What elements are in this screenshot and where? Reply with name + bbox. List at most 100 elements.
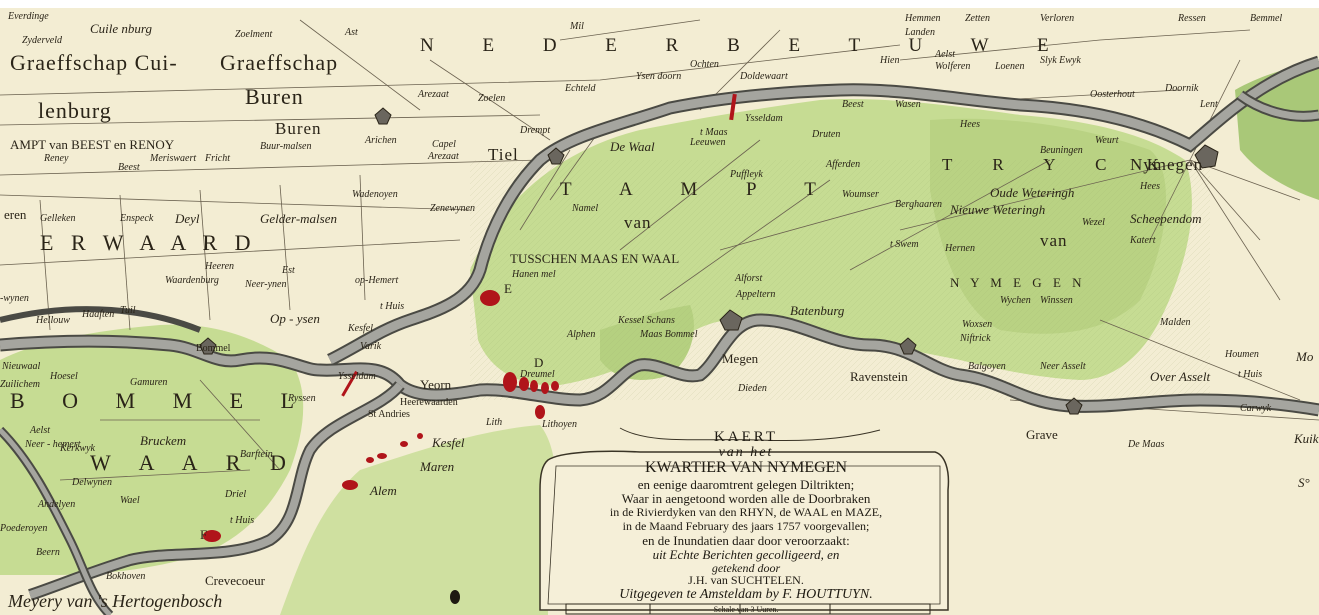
label-neder-betuwe: N E D E R B E T U W E	[420, 35, 1071, 56]
label-mil: Mil	[570, 21, 584, 32]
label-ysendoorn: Ysen doorn	[636, 71, 682, 82]
label-gelleken: Gelleken	[40, 213, 76, 224]
label-dieden: Dieden	[738, 383, 767, 394]
label-drempt: Drempt	[520, 125, 551, 136]
terrain-hatching	[470, 160, 1210, 400]
label-alem: Alem	[370, 483, 397, 498]
label-ressen: Ressen	[1178, 13, 1206, 24]
label-arichen: Arichen	[365, 135, 397, 146]
label-kessel-schans: Kessel Schans	[618, 315, 675, 326]
label-de-maas: De Maas	[1128, 439, 1165, 450]
label-beest-2: Beest	[842, 99, 864, 110]
label-t-huis-2: t Huis	[1238, 369, 1263, 380]
label-zoelment: Zoelment	[235, 29, 273, 40]
label-echteld: Echteld	[565, 83, 596, 94]
label-er-waard: E R W A A R D	[40, 230, 257, 255]
label-mook: Mo	[1296, 349, 1314, 364]
cartouche-line-10: getekend door	[711, 561, 781, 575]
label-meriswaert: Meriswaert	[150, 153, 197, 164]
label-gelder-malsen: Gelder-malsen	[260, 211, 337, 226]
label-zoelen: Zoelen	[478, 93, 506, 104]
top-margin	[0, 0, 1319, 8]
label-bruckem: Bruckem	[140, 433, 187, 448]
label-deyl: Deyl	[175, 211, 200, 226]
label-puffleyk: Puffleyk	[730, 169, 763, 180]
label-reney: Reney	[44, 153, 69, 164]
river-north-linge	[0, 306, 202, 333]
label-wychen: Wychen	[1000, 295, 1031, 306]
label-buren-district: Buren	[245, 84, 304, 109]
label-bemmel: Bemmel	[1250, 13, 1283, 24]
label-tuil: Tuil	[120, 305, 136, 316]
label-heeren: Heeren	[205, 261, 235, 272]
river-maas-fill	[0, 315, 1319, 415]
label-graeffschap: Graeffschap	[220, 50, 339, 75]
label-beuningen: Beuningen	[1040, 145, 1083, 156]
label-afferden: Afferden	[826, 159, 861, 170]
label-neer-hemert: Neer - hemert	[25, 439, 81, 450]
dike-breaches	[203, 93, 737, 542]
label-tryck: T R Y C K	[942, 155, 1178, 174]
label-wezel: Wezel	[1082, 217, 1105, 228]
label-ochten: Ochten	[690, 59, 719, 70]
label-meyery: Meyery van 's Hertogenbosch	[8, 591, 223, 611]
label-ysseldam-2: Ysseldam	[338, 371, 376, 382]
label-aelst-2: Aelst	[30, 425, 50, 436]
label-woumser: Woumser	[842, 189, 879, 200]
label-grave: Grave	[1026, 427, 1058, 442]
label-bokhoven: Bokhoven	[106, 571, 146, 582]
label-wolferen: Wolferen	[935, 61, 971, 72]
cartouche-title-kaert: KAERT	[713, 429, 779, 445]
label-lenburg: lenburg	[38, 98, 112, 123]
label-delwynen: Delwynen	[72, 477, 112, 488]
label-hanen-mel: Hanen mel	[512, 269, 556, 280]
label-de-waal: De Waal	[610, 139, 655, 154]
label-lith: Lith	[486, 417, 503, 428]
label-niftrick: Niftrick	[960, 333, 991, 344]
label-waardenburg: Waardenburg	[165, 275, 219, 286]
label-enspeck: Enspeck	[120, 213, 154, 224]
label-ryssen: Ryssen	[288, 393, 316, 404]
map-cartouche: KAERT van het KWARTIER VAN NYMEGEN en ee…	[538, 428, 954, 615]
cartouche-kwartier: KWARTIER VAN NYMEGEN	[645, 459, 847, 476]
label-wael: Wael	[120, 495, 140, 506]
label-megen: Megen	[722, 351, 759, 366]
label-buur-malsen: Buur-malsen	[260, 141, 312, 152]
label-ysseldam-top: Ysseldam	[745, 113, 783, 124]
label-arezaat-2: Arezaat	[428, 151, 459, 162]
label-doornik: Doornik	[1165, 83, 1199, 94]
label-heerewaarden: Heerewaarden	[400, 397, 458, 408]
label-alforst: Alforst	[735, 273, 763, 284]
label-verloren: Verloren	[1040, 13, 1075, 24]
cartouche-line-7: in de Maand February des jaars 1757 voor…	[622, 519, 870, 533]
river-waal-fill	[327, 57, 1319, 365]
label-druten: Druten	[812, 129, 841, 140]
label-hees-2: Hees	[1140, 181, 1160, 192]
label-winssen: Winssen	[1040, 295, 1073, 306]
label-t-huis-3: t Huis	[230, 515, 255, 526]
label-dreumel: Dreumel	[520, 369, 555, 380]
label-lent: Lent	[1200, 99, 1218, 110]
label-crevecoeur: Crevecoeur	[205, 573, 265, 588]
label-op-hemert: op-Hemert	[355, 275, 399, 286]
label-landen: Landen	[905, 27, 935, 38]
label-alphen: Alphen	[567, 329, 596, 340]
label-oude-weteringh: Oude Weteringh	[990, 185, 1075, 200]
label-zyderveld: Zyderveld	[22, 35, 62, 46]
label-waard-district: W A A R D	[90, 450, 298, 475]
label-scheependom: Scheependom	[1130, 211, 1202, 226]
label-letter-e: E	[504, 281, 512, 296]
label-hoesel: Hoesel	[50, 371, 78, 382]
label-zenewynen: Zenewynen	[430, 203, 475, 214]
cartouche-van-het: van het	[718, 445, 774, 460]
label-carwyk: Carwyk	[1240, 403, 1272, 414]
label-culenburg: Cuile nburg	[90, 21, 152, 36]
label-ampt: AMPT van BEEST en RENOY	[10, 137, 175, 152]
label-letter-f: F	[200, 527, 208, 542]
label-tusschen: TUSSCHEN MAAS EN WAAL	[510, 251, 680, 266]
label-t-huis: t Huis	[380, 301, 405, 312]
label-hees: Hees	[960, 119, 980, 130]
label-graeffschap-cui: Graeffschap Cui-	[10, 50, 178, 75]
label-letter-d: D	[534, 355, 544, 370]
